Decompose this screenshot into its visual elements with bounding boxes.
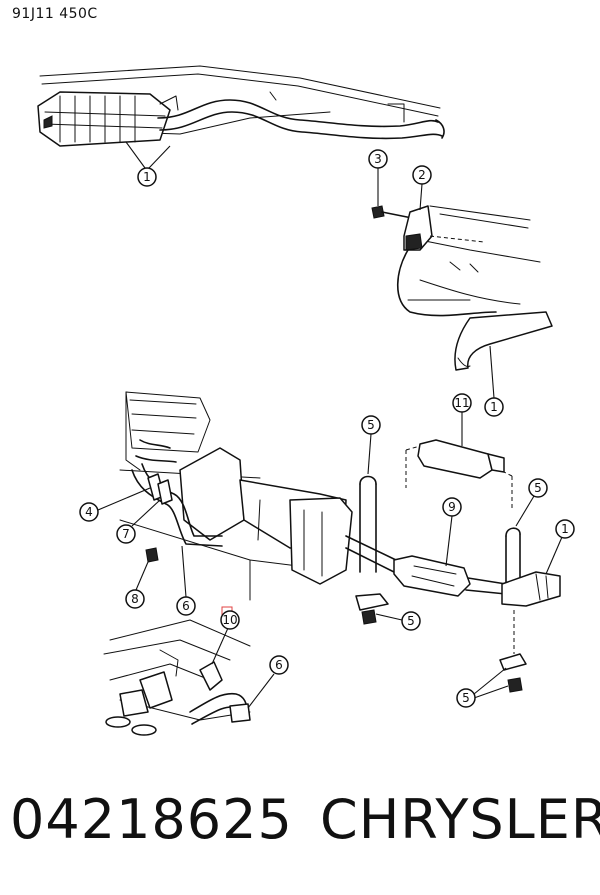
- svg-text:9: 9: [448, 500, 456, 514]
- svg-text:5: 5: [407, 614, 415, 628]
- callout-1-right: 1: [555, 519, 575, 539]
- svg-text:8: 8: [131, 592, 139, 606]
- callout-2: 2: [412, 165, 432, 185]
- svg-text:1: 1: [143, 170, 151, 184]
- exhaust-system-diagram: 1 3 2 1 11 5: [37, 65, 575, 736]
- svg-text:6: 6: [182, 599, 190, 613]
- callout-5-right: 5: [528, 478, 548, 498]
- tailpipe-assembly: [371, 205, 553, 371]
- svg-text:6: 6: [275, 658, 283, 672]
- callout-8: 8: [125, 589, 145, 609]
- svg-text:10: 10: [222, 613, 237, 627]
- callout-3: 3: [368, 149, 388, 169]
- drawing-code: 91J11 450C: [12, 6, 98, 22]
- callout-4: 4: [79, 502, 99, 522]
- callout-9: 9: [442, 497, 462, 517]
- front-pipe-assembly: [103, 619, 251, 736]
- svg-text:5: 5: [367, 418, 375, 432]
- callout-1-top: 1: [137, 167, 157, 187]
- svg-text:4: 4: [85, 505, 93, 519]
- callout-11: 11: [452, 393, 472, 413]
- callouts: 1 3 2 1 11 5: [79, 141, 575, 709]
- svg-text:3: 3: [374, 152, 382, 166]
- callout-7: 7: [116, 524, 136, 544]
- callout-5-bottom: 5: [456, 688, 476, 708]
- svg-text:11: 11: [454, 396, 469, 410]
- svg-text:1: 1: [490, 400, 498, 414]
- callout-5-mid: 5: [401, 611, 421, 631]
- svg-text:5: 5: [462, 691, 470, 705]
- callout-6-bottom: 6: [269, 655, 289, 675]
- top-exhaust-assembly: [37, 65, 445, 147]
- lower-main-assembly: [119, 391, 561, 693]
- brand-name: CHRYSLER: [320, 788, 600, 851]
- svg-text:5: 5: [534, 481, 542, 495]
- svg-text:2: 2: [418, 168, 426, 182]
- svg-text:1: 1: [561, 522, 569, 536]
- part-number: 04218625: [10, 788, 293, 851]
- callout-1-tailpipe: 1: [484, 397, 504, 417]
- callout-5-upper: 5: [361, 415, 381, 435]
- callout-10: 10: [220, 610, 240, 630]
- callout-6-left: 6: [176, 596, 196, 616]
- svg-text:7: 7: [122, 527, 130, 541]
